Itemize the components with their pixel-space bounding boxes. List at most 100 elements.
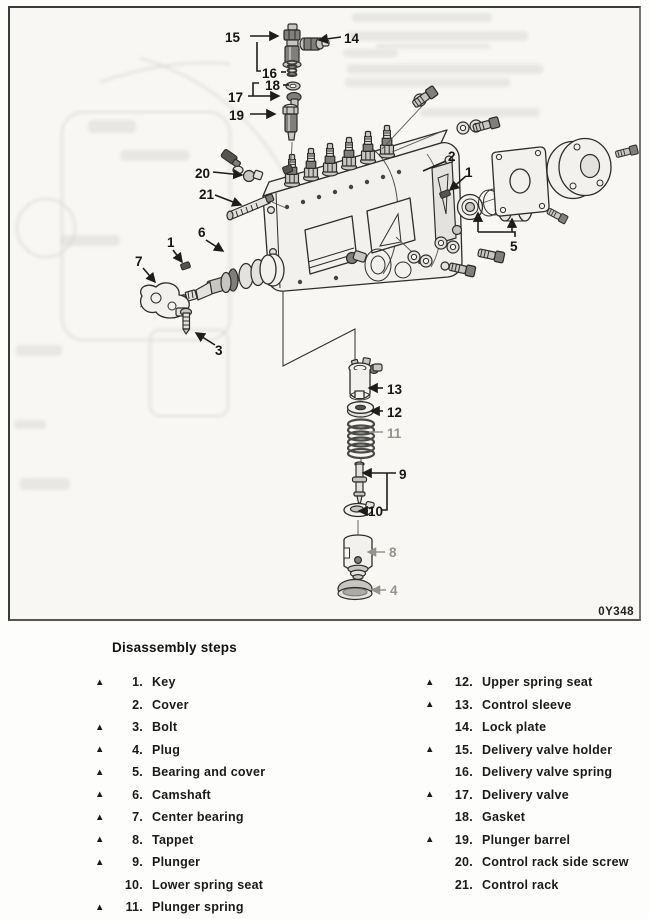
legend-item-14: 14. Lock plate — [425, 716, 649, 739]
item-label: Upper spring seat — [482, 675, 593, 690]
upper-spring-seat-part — [346, 401, 375, 418]
item-label: Bolt — [152, 720, 178, 735]
item-label: Cover — [152, 697, 189, 712]
legend-item-15: ▲15.Delivery valve holder — [425, 739, 649, 762]
callout-12: 12 — [387, 405, 402, 420]
legend-item-7: ▲ 7. Center bearing — [95, 806, 395, 829]
item-number: 9. — [132, 855, 143, 870]
disassembly-marker: ▲ — [95, 766, 105, 778]
figure-code: 0Y348 — [598, 606, 634, 618]
item-number: 2. — [132, 697, 143, 712]
bolt-part — [179, 307, 193, 335]
item-label: Delivery valve spring — [482, 765, 613, 780]
item-number: 19. — [454, 832, 473, 847]
item-number: 18. — [454, 810, 473, 825]
callout-8: 8 — [389, 545, 397, 560]
disassembly-marker: ▲ — [425, 699, 435, 711]
legend-item-6: ▲6.Camshaft — [95, 784, 395, 807]
disassembly-marker: ▲ — [95, 789, 105, 801]
legend-item-2: 2. Cover — [95, 694, 395, 717]
item-label: Delivery valve holder — [482, 742, 613, 757]
item-label: Key — [152, 675, 176, 690]
item-label: Bearing and cover — [152, 765, 266, 780]
callout-14: 14 — [344, 31, 360, 46]
callout-6: 6 — [198, 225, 206, 240]
item-number: 10. — [124, 877, 143, 892]
disassembly-marker: ▲ — [95, 856, 105, 868]
exploded-diagram-frame: 15 14 16 18 17 19 20 21 2 1 5 1 6 7 3 13… — [8, 6, 641, 621]
item-label: Lock plate — [482, 720, 547, 735]
plunger-spring-part — [346, 418, 376, 463]
callout-7: 7 — [135, 254, 143, 269]
legend-item-8: ▲8.Tappet — [95, 829, 395, 852]
delivery-valve-spring-part — [286, 59, 298, 78]
item-number: 5. — [132, 765, 143, 780]
item-number: 8. — [132, 832, 143, 847]
callout-20: 20 — [195, 166, 210, 181]
callout-21: 21 — [199, 187, 215, 202]
chain-link-line — [282, 292, 356, 367]
callout-15: 15 — [225, 30, 241, 45]
disassembly-marker: ▲ — [95, 811, 105, 823]
disassembly-marker: ▲ — [425, 744, 435, 756]
control-sleeve-part — [348, 357, 383, 401]
legend-item-21: 21.Control rack — [425, 874, 649, 897]
exploded-diagram: 15 14 16 18 17 19 20 21 2 1 5 1 6 7 3 13… — [14, 13, 639, 618]
item-number: 13. — [454, 697, 473, 712]
callout-4: 4 — [390, 583, 398, 598]
legend-item-13: ▲ 13. Control sleeve — [425, 694, 649, 717]
disassembly-marker: ▲ — [95, 901, 105, 913]
item-label: Camshaft — [152, 787, 211, 802]
tappet-part — [343, 534, 373, 580]
item-number: 16. — [454, 765, 473, 780]
bleedthrough-ghost — [14, 13, 543, 490]
disassembly-marker: ▲ — [425, 834, 435, 846]
item-label: Center bearing — [152, 810, 244, 825]
legend-item-10: 10. Lower spring seat — [95, 874, 395, 897]
banjo-bolt-washer-set — [381, 84, 501, 153]
callout-1-left: 1 — [167, 235, 175, 250]
plunger-barrel-part — [282, 103, 299, 167]
gasket-part — [285, 81, 301, 91]
leader-lines — [142, 30, 518, 595]
delivery-valve-holder-part — [282, 23, 302, 76]
item-label: Lower spring seat — [152, 877, 264, 892]
callout-9: 9 — [399, 467, 407, 482]
callout-19: 19 — [229, 108, 244, 123]
item-label: Plunger spring — [152, 900, 244, 915]
item-label: Control rack — [482, 877, 559, 892]
item-number: 20. — [454, 855, 473, 870]
item-number: 1. — [132, 675, 143, 690]
item-number: 4. — [132, 742, 143, 757]
item-label: Gasket — [482, 810, 526, 825]
item-label: Control rack side screw — [482, 855, 629, 870]
item-number: 17. — [454, 787, 473, 802]
legend-item-16: 16. Delivery valve spring — [425, 761, 649, 784]
item-label: Control sleeve — [482, 697, 572, 712]
callout-16: 16 — [262, 66, 278, 81]
legend-item-9: ▲9.Plunger — [95, 851, 395, 874]
item-number: 14. — [454, 720, 473, 735]
disassembly-marker: ▲ — [95, 834, 105, 846]
control-rack-side-screw — [220, 148, 264, 183]
callout-3: 3 — [215, 343, 223, 358]
callout-13: 13 — [387, 382, 403, 397]
legend-item-19: ▲ 19. Plunger barrel — [425, 829, 649, 852]
disassembly-marker: ▲ — [95, 676, 105, 688]
callout-1-right: 1 — [465, 165, 473, 180]
legend-column-right: ▲12.Upper spring seat ▲13.Control sleeve… — [425, 671, 649, 896]
disassembly-marker: ▲ — [425, 789, 435, 801]
callout-11: 11 — [387, 426, 402, 441]
item-number: 7. — [132, 810, 143, 825]
legend-item-17: ▲ 17. Delivery valve — [425, 784, 649, 807]
item-label: Delivery valve — [482, 787, 569, 802]
item-label: Plunger barrel — [482, 832, 571, 847]
legend-item-1: ▲ 1. Key — [95, 671, 395, 694]
callout-10: 10 — [368, 504, 383, 519]
legend-column-left: ▲1.Key 2.Cover ▲3.Bolt ▲4.Plug ▲5.Bearin… — [95, 671, 395, 919]
control-rack — [226, 193, 287, 221]
legend-item-4: ▲4.Plug — [95, 739, 395, 762]
key-part-right — [439, 189, 451, 199]
plunger-part — [351, 461, 368, 504]
